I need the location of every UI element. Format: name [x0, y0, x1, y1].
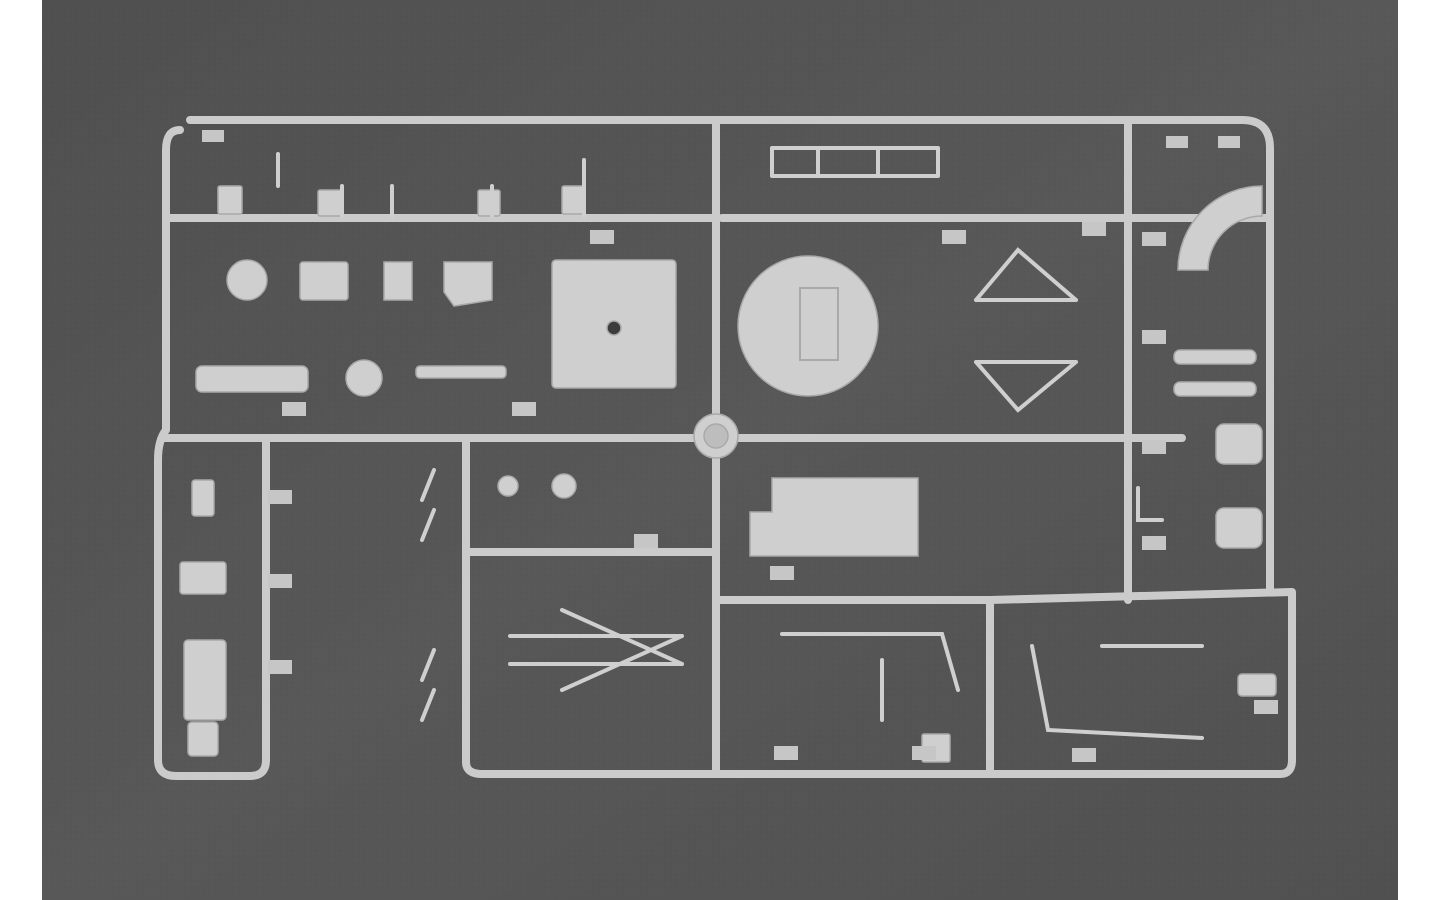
- sprue-image: [42, 0, 1398, 900]
- sprue-photo: [42, 0, 1398, 900]
- sprue-frame: [154, 116, 1296, 780]
- gate-tabs: [202, 130, 1278, 762]
- sprue-thin-parts: [276, 146, 1204, 740]
